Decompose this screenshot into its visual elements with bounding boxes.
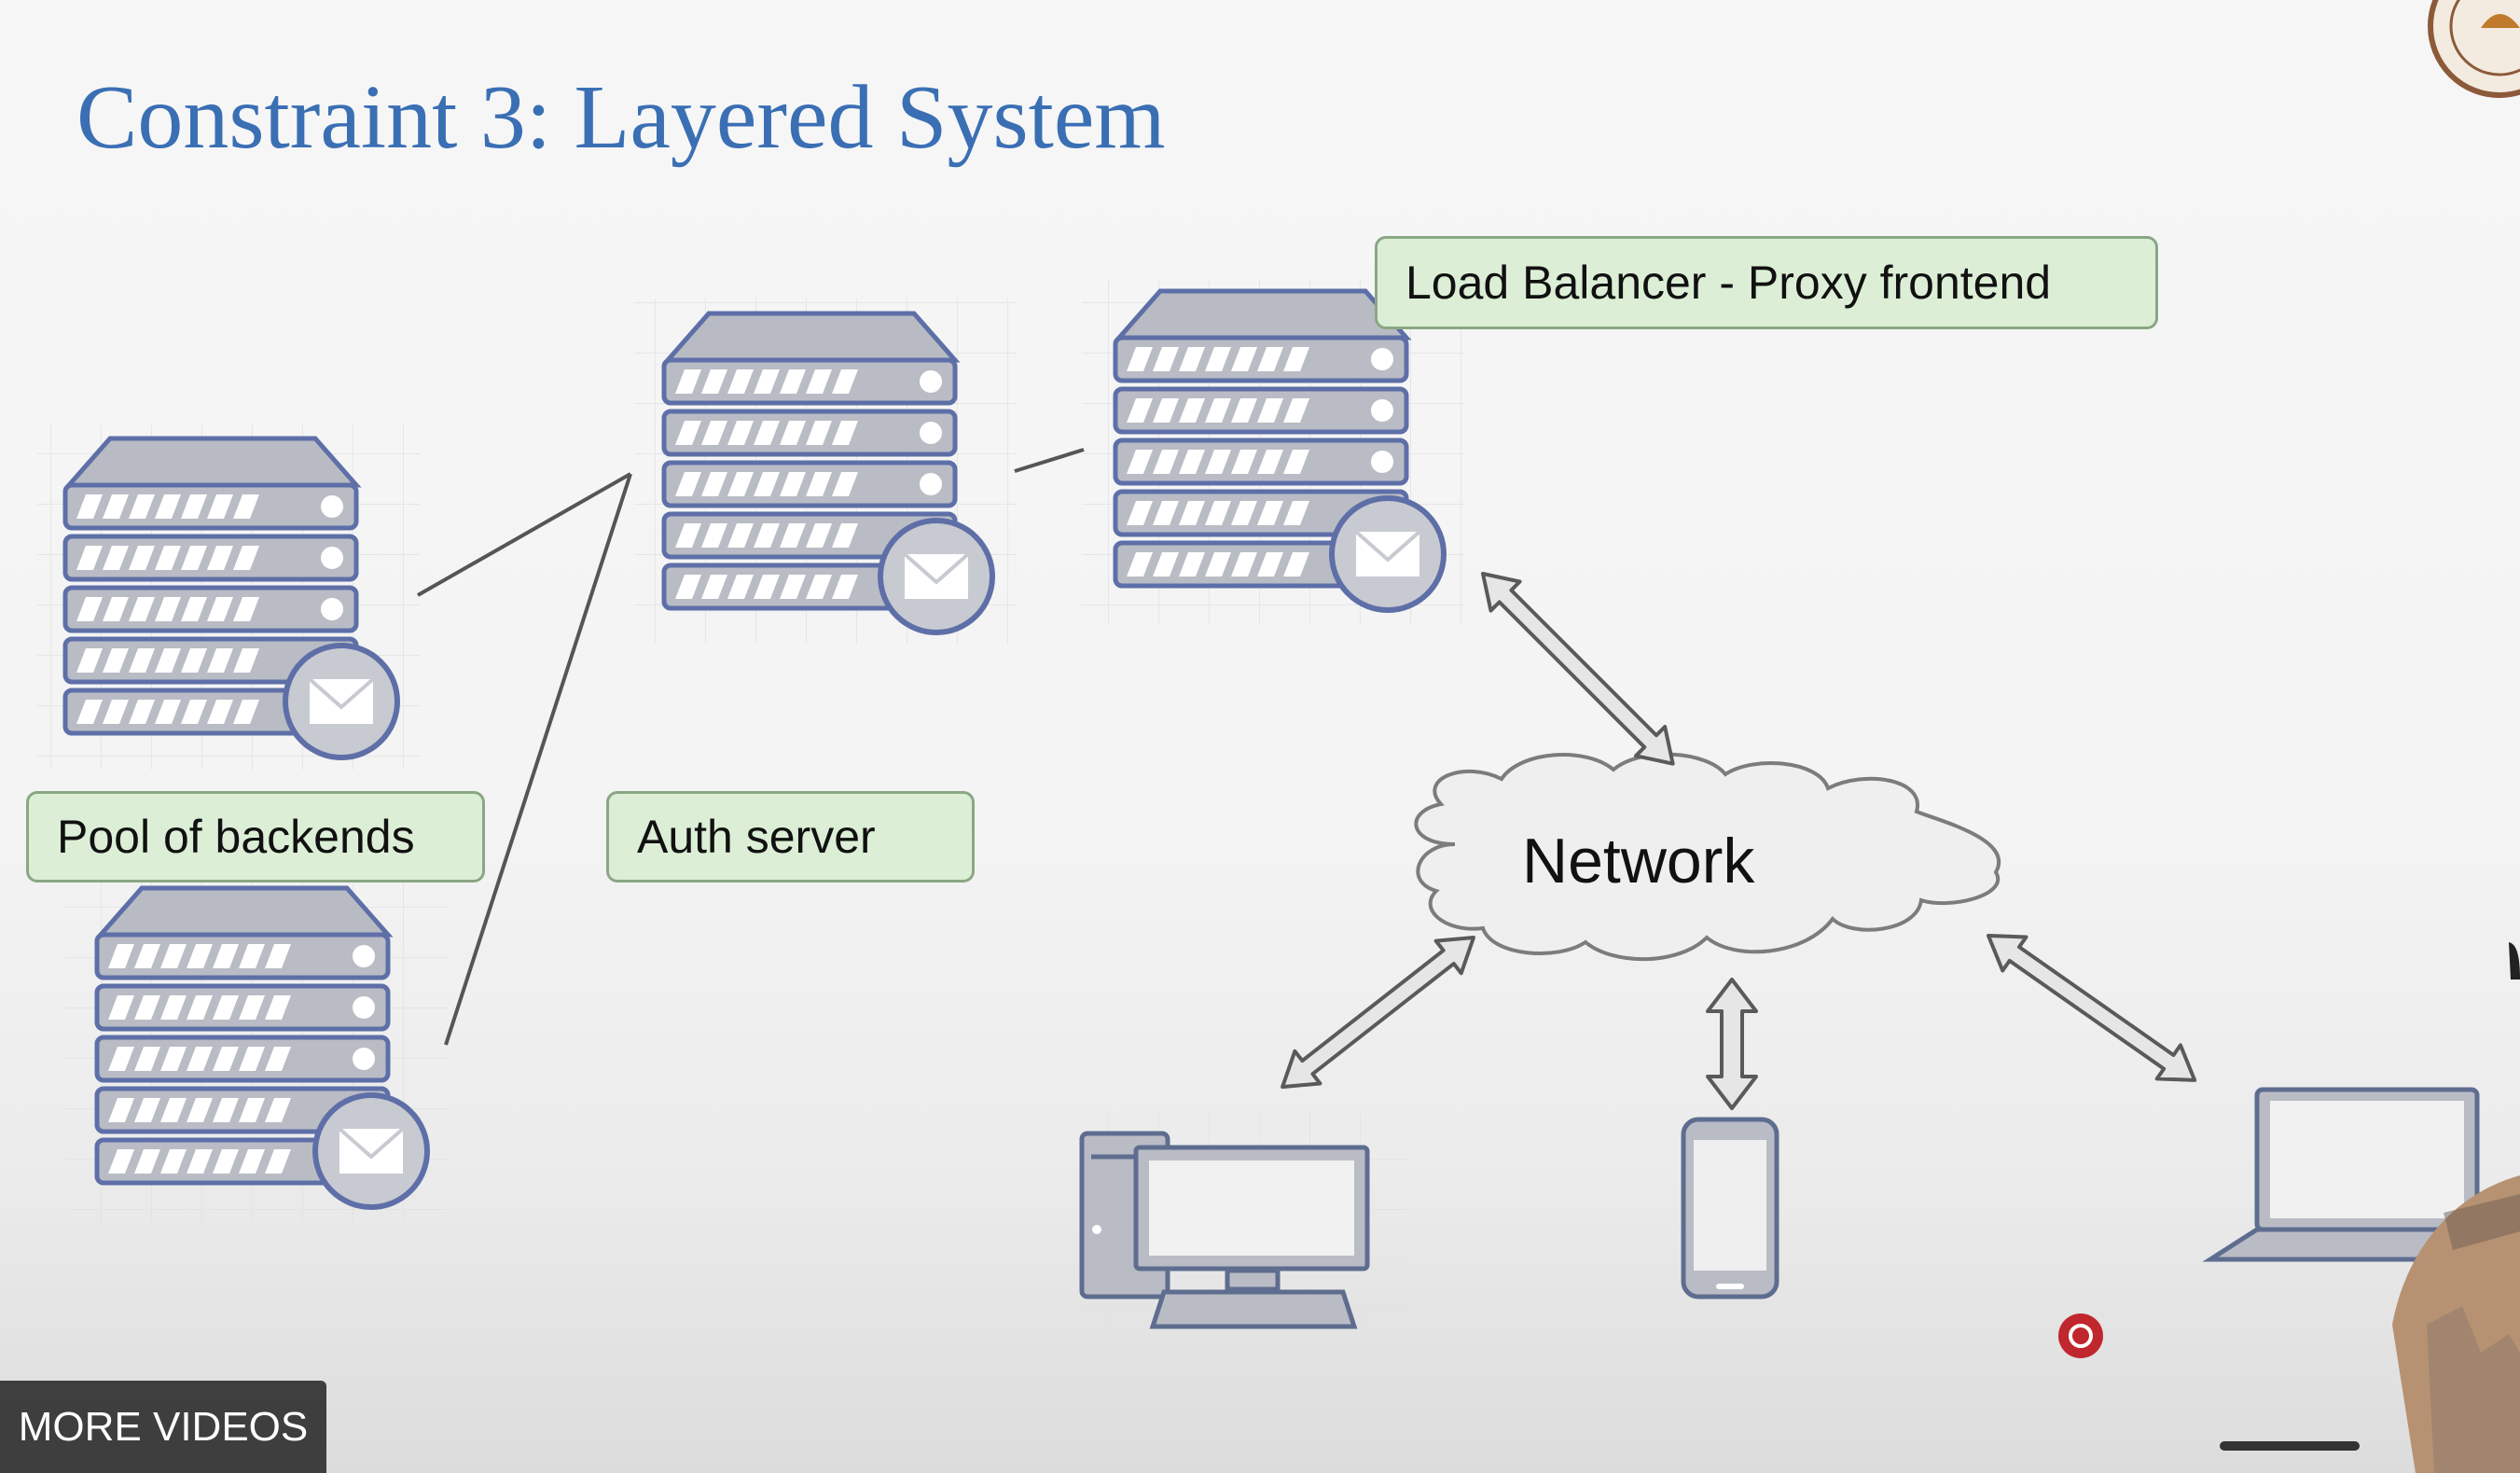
envelope-icon: [285, 646, 397, 757]
presenter-figure: [2220, 942, 2520, 1473]
pool-of-backends-label: Pool of backends: [26, 791, 485, 882]
smartphone-icon: [1681, 1117, 1779, 1299]
auth-server-label: Auth server: [606, 791, 975, 882]
connection-lines: [417, 448, 1085, 1046]
desktop-computer-icon: [1079, 1131, 1370, 1329]
load-balancer-server-icon: [1113, 288, 1444, 610]
auth-server-icon: [661, 311, 992, 632]
laptop-icon: [2202, 1087, 2504, 1262]
backend-server-2-icon: [94, 885, 427, 1207]
backend-server-1-icon: [62, 436, 397, 757]
institute-seal-logo: [2428, 0, 2520, 98]
network-arrows: [1281, 572, 2197, 1110]
slide-title: Constraint 3: Layered System: [76, 67, 1166, 168]
load-balancer-label: Load Balancer - Proxy frontend: [1375, 236, 2158, 329]
more-videos-button[interactable]: MORE VIDEOS: [0, 1381, 326, 1473]
network-label: Network: [1522, 826, 1755, 896]
envelope-icon: [315, 1095, 427, 1207]
envelope-icon: [1332, 498, 1444, 610]
record-dot-icon: [2058, 1313, 2103, 1358]
envelope-icon: [880, 521, 992, 632]
network-cloud-icon: [1414, 752, 2001, 962]
